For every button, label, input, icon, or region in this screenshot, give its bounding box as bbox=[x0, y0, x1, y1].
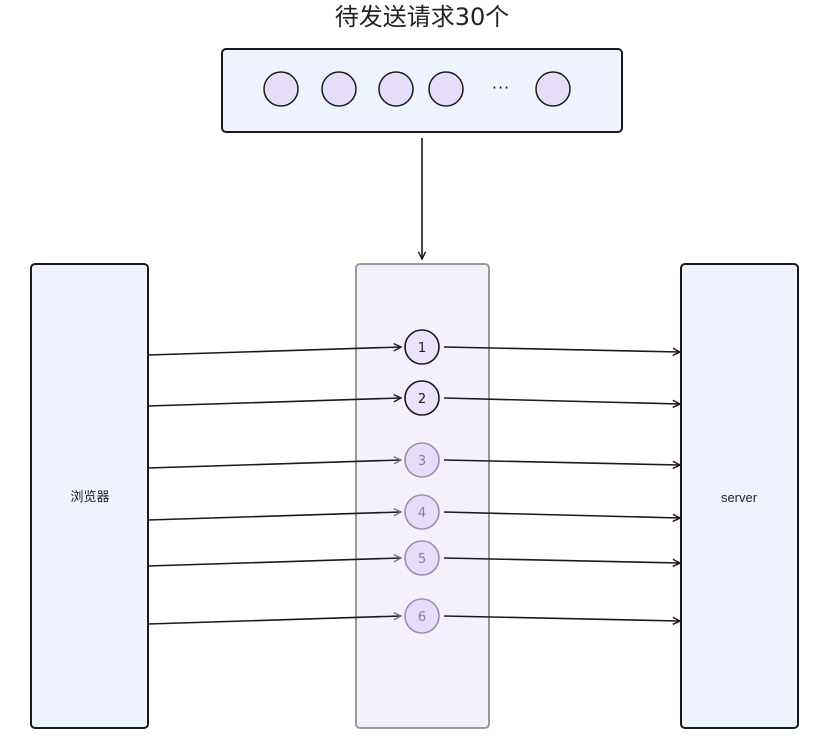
queue-dot bbox=[321, 71, 357, 107]
server-label: server bbox=[721, 490, 758, 505]
request-node bbox=[404, 540, 440, 576]
queue-dot bbox=[428, 71, 464, 107]
request-to-server-arrow bbox=[443, 397, 680, 404]
request-node-label: 5 bbox=[418, 552, 426, 567]
server-box bbox=[680, 263, 799, 729]
queue-dot bbox=[263, 71, 299, 107]
browser-to-request-arrow bbox=[147, 398, 401, 407]
browser-to-request-arrow bbox=[147, 616, 401, 625]
queue-ellipsis: ··· bbox=[492, 78, 510, 97]
browser-to-request-arrow bbox=[147, 558, 401, 567]
browser-to-request-arrow bbox=[147, 460, 401, 469]
queue-dot bbox=[535, 71, 571, 107]
request-node bbox=[404, 380, 440, 416]
diagram-title: 待发送请求30个 bbox=[335, 3, 510, 31]
request-to-server-arrow bbox=[443, 511, 680, 518]
request-row: 1 bbox=[147, 329, 680, 365]
request-node-label: 6 bbox=[418, 610, 426, 625]
request-row: 6 bbox=[147, 598, 680, 634]
request-to-server-arrow bbox=[443, 459, 680, 465]
browser-label: 浏览器 bbox=[70, 489, 109, 504]
request-node-label: 2 bbox=[418, 392, 426, 407]
request-row: 2 bbox=[147, 380, 680, 416]
request-node bbox=[404, 598, 440, 634]
request-to-server-arrow bbox=[443, 557, 680, 563]
request-row: 3 bbox=[147, 442, 680, 478]
request-node-label: 3 bbox=[418, 454, 426, 469]
browser-to-request-arrow bbox=[147, 512, 401, 521]
request-to-server-arrow bbox=[443, 346, 680, 352]
pending-queue-box bbox=[221, 48, 623, 133]
request-row: 4 bbox=[147, 494, 680, 530]
request-node bbox=[404, 329, 440, 365]
queue-dot bbox=[378, 71, 414, 107]
request-row: 5 bbox=[147, 540, 680, 576]
request-node-label: 1 bbox=[418, 341, 426, 356]
request-node bbox=[404, 494, 440, 530]
browser-box bbox=[30, 263, 149, 729]
request-node-label: 4 bbox=[418, 506, 426, 521]
browser-to-request-arrow bbox=[147, 347, 401, 356]
request-node bbox=[404, 442, 440, 478]
request-to-server-arrow bbox=[443, 615, 680, 621]
